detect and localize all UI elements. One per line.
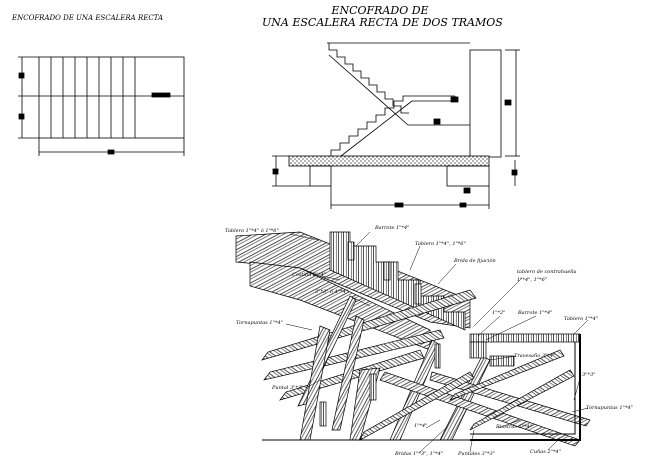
main-title-line1: ENCOFRADO DE [331,4,429,17]
label-barrote-top: Barrote 1"*4" [375,225,410,231]
plan-view [18,56,185,156]
plan-title: ENCOFRADO DE UNA ESCALERA RECTA [12,14,164,22]
label-tres-por: 3"*3" ó 4"*4" [315,289,349,295]
label-tablero-top: Tablero 1"*4" ó 1"*6" [225,228,279,234]
label-uno-cuatro: 1"*4" [414,423,428,429]
leader-lines [285,231,589,453]
plan-steps [50,57,136,138]
label-tornapuntas-right: Tornapuntas 1"*4" [586,405,633,411]
label-travesano: Travesaño 3"*4" [514,353,556,359]
label-tres-tres-right: 3"*3" [582,372,596,378]
label-bridas: Bridas 1"*3", 1"*4" [395,451,444,457]
label-tablero-mid: Tablero 1"*4", 1"*6" [415,241,466,247]
formwork-detail [235,231,591,453]
label-tablero-contrahuella-2: 1"*4", 1"*6" [517,277,548,283]
label-tablero-contrahuella-1: tablero de contrahuella [517,269,577,275]
label-uno-por-dos: 1"*2" [492,310,506,316]
label-tornapuntas-left: Tornapuntas 1"*4" [236,320,283,326]
label-costilla: Costilla 2"*4" [292,272,327,278]
label-puntal: Puntal 3"*3" [272,385,304,391]
section-view [272,42,520,209]
label-tablero-right: Tablero 1"*4" [564,316,599,322]
label-brida: Brida de fijación [454,258,496,264]
main-title-line2: UNA ESCALERA RECTA DE DOS TRAMOS [262,16,503,29]
label-riostras: Riostras 1"*4" [496,424,532,430]
label-barrote-right: Barrote 1"*4" [518,310,553,316]
label-puntales: Puntales 3"*3" [458,451,495,457]
label-cunas: Cuñas 2"*4" [530,449,561,455]
